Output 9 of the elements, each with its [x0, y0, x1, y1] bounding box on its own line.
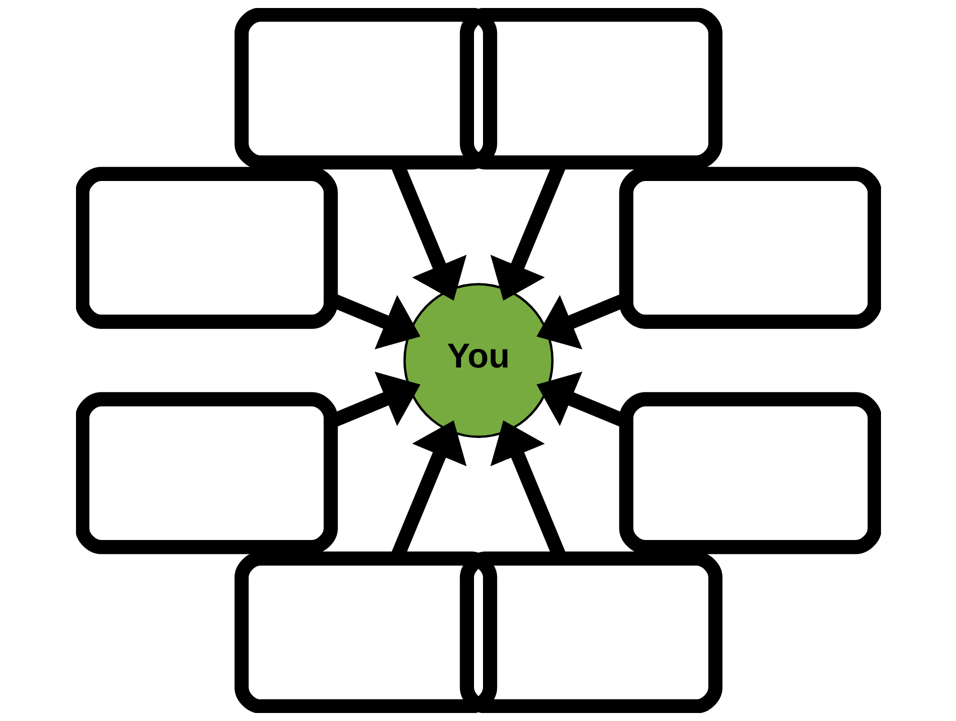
node-box [234, 8, 497, 170]
node-box [76, 166, 338, 329]
node-box [618, 166, 880, 329]
node-box [76, 392, 338, 554]
node-box [234, 551, 497, 713]
node-box [459, 8, 722, 170]
node-circle: You [402, 283, 554, 438]
node-box [618, 392, 880, 554]
node-box [459, 551, 722, 713]
